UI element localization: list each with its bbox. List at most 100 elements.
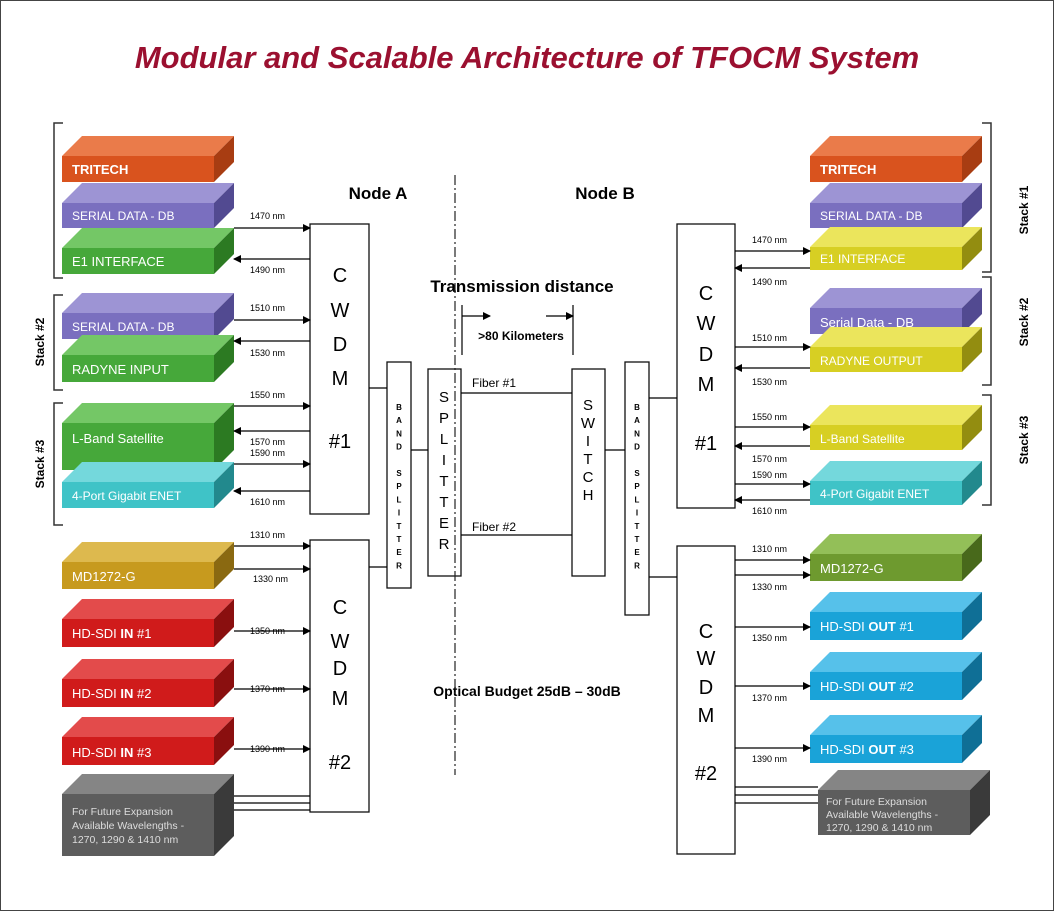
right-box-4port-enet: 4-Port Gigabit ENET [810,461,982,505]
future-line-3: 1270, 1290 & 1410 nm [826,822,933,834]
wavelength-label: 1370 nm [250,684,285,694]
cwdm-number: #2 [329,752,351,774]
box-label: SERIAL DATA - DB [820,209,922,223]
left-box-md1272g: MD1272-G [62,542,234,589]
node-a-cwdm2-block [309,539,370,813]
wavelength-label: 1310 nm [250,530,285,540]
node-a-label: Node A [349,184,408,203]
stack2-left-bracket [53,294,63,391]
box-label: HD-SDI OUT #3 [820,742,914,757]
band-splitter-letter: L [635,495,640,504]
splitter-letter: I [442,452,446,469]
right-box-tritech: TRITECH [810,136,982,182]
band-splitter-letter: B [396,403,402,412]
cwdm-letter: D [699,344,713,366]
cwdm-letter: W [697,648,716,670]
switch-block [571,368,606,577]
wavelength-label: 1350 nm [752,633,787,643]
left-box-hdsdi-in-3: HD-SDI IN #3 [62,717,234,765]
splitter-letter: T [439,494,448,511]
node-b-cwdm1-block [676,223,736,509]
right-box-e1-interface: E1 INTERFACE [810,227,982,270]
node-a-cwdm1-block [309,223,370,515]
hdsdi-number: #1 [896,619,914,634]
hdsdi-in: IN [120,626,133,641]
box-label: L-Band Satellite [820,432,905,446]
wavelength-label: 1470 nm [752,235,787,245]
box-label: TRITECH [72,162,128,177]
wavelength-label: 1470 nm [250,211,285,221]
left-box-serial-data-1: SERIAL DATA - DB [62,183,234,228]
band-splitter-letter: E [396,548,402,557]
hdsdi-prefix: HD-SDI [72,626,120,641]
splitter-letter: P [439,410,449,427]
hdsdi-out: OUT [868,679,896,694]
band-splitter-letter: T [397,535,402,544]
cwdm-letter: D [699,677,713,699]
band-splitter-letter: P [396,482,402,491]
future-line-2: Available Wavelengths - [72,820,185,832]
box-label: HD-SDI OUT #1 [820,619,914,634]
stack1-right-bracket [982,122,992,273]
wavelength-label: 1610 nm [250,497,285,507]
optical-budget-label: Optical Budget 25dB – 30dB [433,683,620,699]
left-box-serial-data-2: SERIAL DATA - DB [62,293,234,339]
node-a-band-splitter-block [386,361,412,589]
splitter-letter: R [439,536,450,553]
box-label: MD1272-G [820,561,884,576]
band-splitter-letter: S [634,469,640,478]
wavelength-label: 1390 nm [250,744,285,754]
left-box-radyne-input: RADYNE INPUT [62,335,234,382]
hdsdi-out: OUT [868,619,896,634]
cwdm-letter: W [331,631,350,653]
hdsdi-prefix: HD-SDI [72,745,120,760]
wavelength-label: 1310 nm [752,544,787,554]
band-splitter-letter: N [634,429,640,438]
left-box-e1-interface: E1 INTERFACE [62,228,234,274]
stack3-left-label: Stack #3 [33,439,47,488]
splitter-letter: L [440,431,448,448]
fiber1-label: Fiber #1 [472,376,516,390]
stack1-right-label: Stack #1 [1017,185,1031,234]
left-box-tritech: TRITECH [62,136,234,182]
switch-letter: H [583,487,594,504]
box-label: HD-SDI IN #3 [72,745,151,760]
hdsdi-prefix: HD-SDI [72,686,120,701]
switch-letter: C [583,469,594,486]
box-label: E1 INTERFACE [820,252,905,266]
stack3-right-bracket [982,394,992,506]
right-box-lband-satellite: L-Band Satellite [810,405,982,450]
cwdm-letter: M [332,368,349,390]
wavelength-label: 1550 nm [250,390,285,400]
stack3-right-label: Stack #3 [1017,415,1031,464]
box-label: L-Band Satellite [72,431,164,446]
switch-letter: W [581,415,596,432]
stack2-right-label: Stack #2 [1017,297,1031,346]
box-label: RADYNE INPUT [72,362,169,377]
right-box-md1272g: MD1272-G [810,534,982,581]
hdsdi-number: #1 [133,626,151,641]
cwdm-letter: W [331,300,350,322]
box-label: 4-Port Gigabit ENET [820,487,930,501]
hdsdi-in: IN [120,686,133,701]
box-label: RADYNE OUTPUT [820,354,923,368]
wavelength-label: 1550 nm [752,412,787,422]
switch-letter: T [583,451,592,468]
wavelength-label: 1590 nm [752,470,787,480]
wavelength-label: 1610 nm [752,506,787,516]
splitter-letter: S [439,389,449,406]
cwdm-letter: M [698,705,715,727]
hdsdi-number: #2 [133,686,151,701]
wavelength-label: 1570 nm [752,454,787,464]
right-box-future-expansion: For Future Expansion Available Wavelengt… [818,770,990,835]
box-label: HD-SDI IN #1 [72,626,151,641]
band-splitter-letter: S [396,469,402,478]
box-label: E1 INTERFACE [72,254,165,269]
wavelength-label: 1490 nm [250,265,285,275]
right-box-hdsdi-out-1: HD-SDI OUT #1 [810,592,982,640]
band-splitter-letter: N [396,429,402,438]
wavelength-label: 1590 nm [250,448,285,458]
hdsdi-prefix: HD-SDI [820,619,868,634]
